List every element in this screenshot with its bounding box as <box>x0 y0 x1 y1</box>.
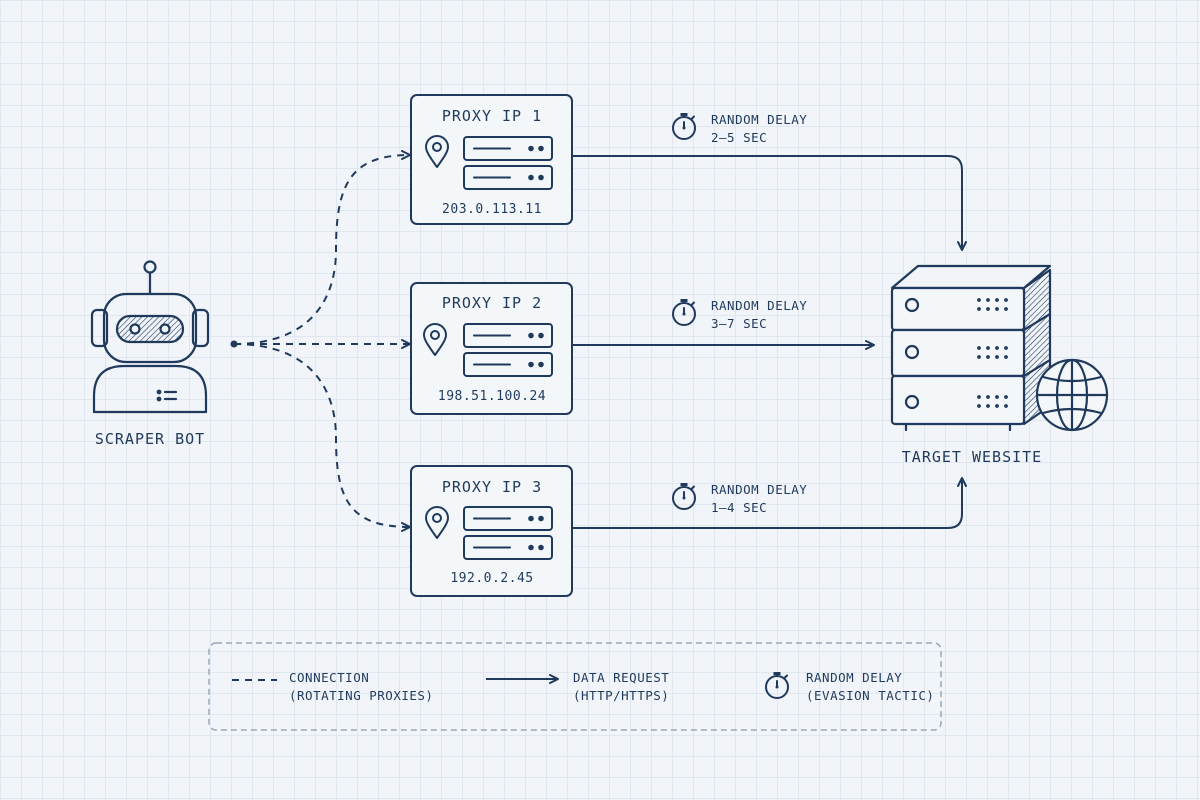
connection-lines <box>230 150 411 532</box>
stopwatch-icon <box>672 482 696 510</box>
proxy-box-frame <box>410 465 573 597</box>
request-from-proxy-1 <box>572 155 967 251</box>
stopwatch-icon <box>672 298 696 326</box>
connection-to-proxy-3 <box>233 343 411 532</box>
legend-request-line1: DATA REQUEST <box>573 670 670 685</box>
legend-connection-line2: (ROTATING PROXIES) <box>289 688 434 703</box>
connection-to-proxy-1 <box>233 150 411 345</box>
robot-icon <box>90 260 210 414</box>
legend-delay-line2: (EVASION TACTIC) <box>806 688 935 703</box>
proxy-3-title: PROXY IP 3 <box>441 478 543 496</box>
proxy-1-ip: 203.0.113.11 <box>442 202 542 217</box>
proxy-3-delay-label: RANDOM DELAY <box>711 482 808 497</box>
proxy-1-delay-label: RANDOM DELAY <box>711 112 808 127</box>
stopwatch-icon <box>672 112 696 140</box>
proxy-2-delay-range: 3–7 SEC <box>711 316 768 331</box>
proxy-box-3 <box>410 465 573 597</box>
proxy-3-ip: 192.0.2.45 <box>450 571 534 586</box>
globe-icon <box>1035 358 1109 432</box>
proxy-3-delay-range: 1–4 SEC <box>711 500 768 515</box>
proxy-1-title: PROXY IP 1 <box>441 107 543 125</box>
target-label: TARGET WEBSITE <box>901 448 1043 466</box>
request-from-proxy-3 <box>572 477 967 529</box>
proxy-box-1 <box>410 94 573 225</box>
proxy-2-ip: 198.51.100.24 <box>437 389 547 404</box>
proxy-box-frame <box>410 282 573 415</box>
legend-connection-line1: CONNECTION <box>289 670 370 685</box>
server-stack-icon <box>890 264 1052 432</box>
stopwatch-icon <box>765 671 789 699</box>
proxy-box-2 <box>410 282 573 415</box>
proxy-1-delay-range: 2–5 SEC <box>711 130 768 145</box>
bot-label: SCRAPER BOT <box>94 430 206 448</box>
proxy-2-title: PROXY IP 2 <box>441 294 543 312</box>
data-request-lines <box>572 155 967 529</box>
proxy-2-delay-label: RANDOM DELAY <box>711 298 808 313</box>
legend-box <box>208 642 942 731</box>
legend-request-line2: (HTTP/HTTPS) <box>573 688 670 703</box>
legend-delay-line1: RANDOM DELAY <box>806 670 903 685</box>
